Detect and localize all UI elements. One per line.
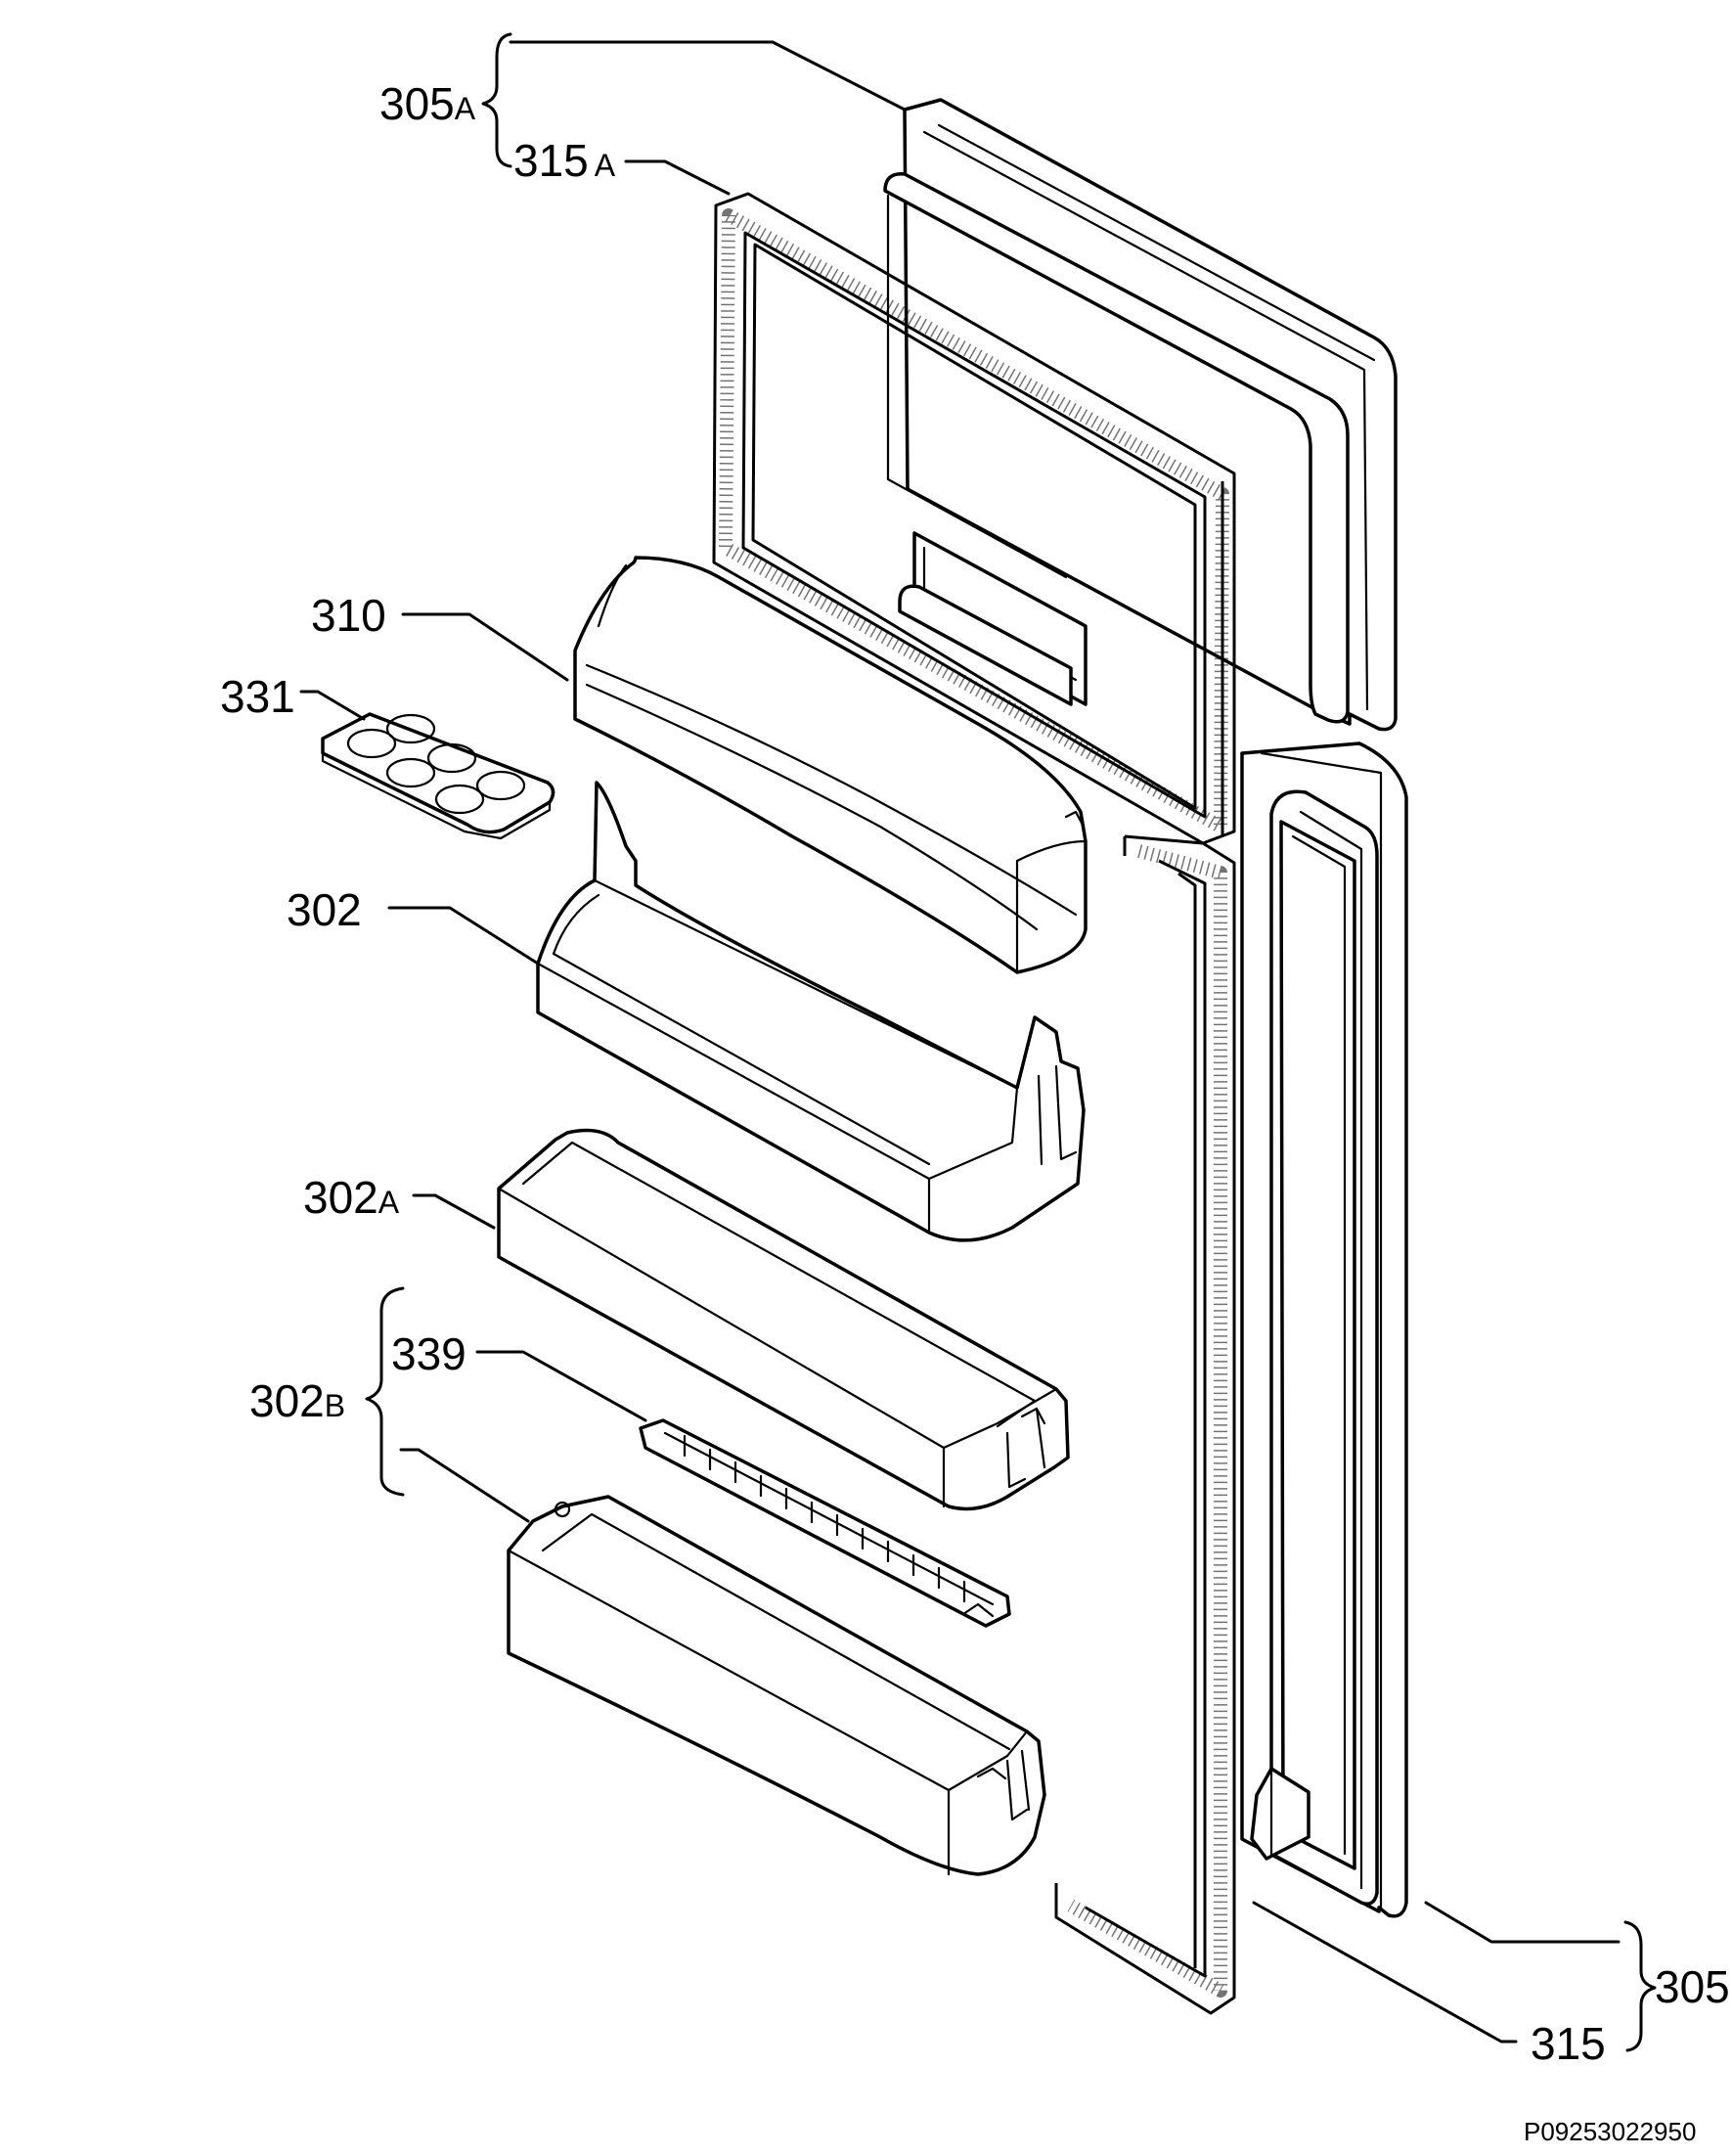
door-shelf-middle-part [497, 1128, 1070, 1511]
fridge-door-part [1240, 741, 1408, 1918]
bottle-retainer-part [639, 1418, 1011, 1628]
dairy-cover-part [573, 556, 1088, 974]
leader-lines [299, 32, 1657, 2052]
label-315: 315 [1531, 2018, 1606, 2069]
drawing-code: P09253022950 [1524, 2117, 1696, 2146]
label-302a: 302A [303, 1172, 400, 1223]
label-302: 302 [287, 884, 362, 935]
label-305: 305 [1655, 1961, 1730, 2012]
door-shelf-lower-part [507, 1495, 1046, 1876]
freezer-door-part [883, 98, 1398, 732]
fridge-door-gasket-part [1054, 834, 1236, 2015]
label-331: 331 [220, 671, 295, 722]
label-305a: 305A [379, 78, 476, 129]
label-310: 310 [311, 590, 386, 641]
door-shelf-upper-part [536, 781, 1086, 1242]
egg-tray-part [321, 712, 555, 840]
label-339: 339 [391, 1328, 466, 1379]
freezer-door-gasket-part [712, 192, 1236, 845]
label-302b: 302B [249, 1375, 345, 1426]
